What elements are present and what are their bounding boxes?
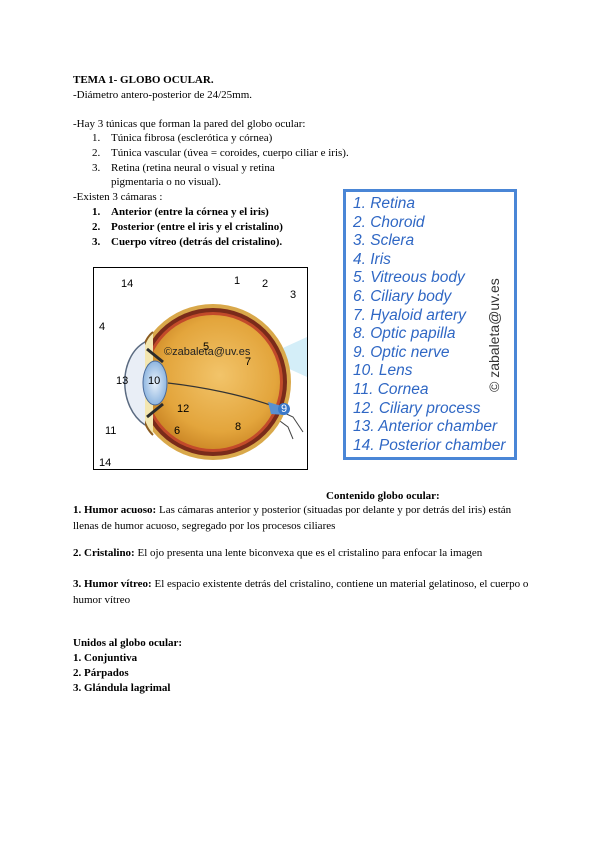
diagram-label: 10 bbox=[148, 375, 161, 387]
list-item: Anterior (entre la córnea y el iris) bbox=[111, 206, 269, 218]
diagram-label: 8 bbox=[235, 421, 242, 433]
content-label: 2. Cristalino: bbox=[73, 547, 135, 559]
list-number: 3. bbox=[92, 162, 101, 174]
legend-item: 4. Iris bbox=[353, 250, 391, 268]
diagram-label: 3 bbox=[290, 289, 297, 301]
legend-item: 8. Optic papilla bbox=[353, 325, 456, 343]
attached-item: 1. Conjuntiva bbox=[73, 652, 138, 664]
list-item: pigmentaria o no visual). bbox=[111, 176, 221, 188]
legend-item: 5. Vitreous body bbox=[353, 269, 465, 287]
list-number: 2. bbox=[92, 147, 101, 159]
tunics-intro: -Hay 3 túnicas que forman la pared del g… bbox=[73, 118, 306, 130]
legend-item: 13. Anterior chamber bbox=[353, 418, 498, 436]
legend-item: 10. Lens bbox=[353, 362, 413, 380]
attached-item: 2. Párpados bbox=[73, 667, 129, 679]
diagram-label: 5 bbox=[203, 341, 210, 353]
cornea-shape bbox=[124, 341, 146, 426]
diagram-label: 9 bbox=[281, 403, 288, 415]
legend-item: 2. Choroid bbox=[353, 213, 425, 231]
diagram-label: 13 bbox=[116, 375, 129, 387]
hyaloid-artery bbox=[167, 382, 277, 408]
diagram-label: 14 bbox=[121, 278, 134, 290]
diagram-label: 14 bbox=[99, 457, 112, 469]
iris-shape bbox=[146, 347, 164, 419]
content-label: 1. Humor acuoso: bbox=[73, 504, 157, 516]
list-item: Cuerpo vítreo (detrás del cristalino). bbox=[111, 236, 283, 248]
content-label: 3. Humor vítreo: bbox=[73, 578, 152, 590]
legend-item: 7. Hyaloid artery bbox=[353, 306, 466, 324]
attached-heading: Unidos al globo ocular: bbox=[73, 637, 183, 649]
legend-item: 1. Retina bbox=[353, 195, 416, 212]
list-number: 1. bbox=[92, 132, 101, 144]
diagram-label: 11 bbox=[105, 425, 117, 437]
list-item: Túnica fibrosa (esclerótica y córnea) bbox=[111, 132, 273, 144]
content-text: Las cámaras anterior y posterior (situad… bbox=[73, 504, 512, 532]
legend-list: 1. Retina 2. Choroid 3. Sclera 4. Iris 5… bbox=[353, 195, 506, 455]
content-item-humor-acuoso: 1. Humor acuoso: Las cámaras anterior y … bbox=[73, 502, 533, 534]
diagram-label: 12 bbox=[177, 403, 190, 415]
diameter-text: -Diámetro antero-posterior de 24/25mm. bbox=[73, 89, 253, 101]
legend-item: 11. Cornea bbox=[353, 380, 429, 398]
legend-item: 3. Sclera bbox=[353, 232, 415, 250]
diagram-label: 4 bbox=[99, 321, 106, 333]
eye-illustration bbox=[93, 267, 308, 470]
diagram-label: 1 bbox=[234, 275, 241, 287]
optic-nerve-head bbox=[278, 403, 290, 415]
list-number: 3. bbox=[92, 236, 101, 248]
diagram-watermark: ©zabaleta@uv.es bbox=[164, 346, 251, 358]
list-number: 1. bbox=[92, 206, 101, 218]
legend-watermark: © zabaleta@uv.es bbox=[486, 278, 502, 392]
eye-diagram: ©zabaleta@uv.es 14 1 2 3 4 5 7 10 13 12 … bbox=[93, 267, 308, 470]
attached-item: 3. Glándula lagrimal bbox=[73, 682, 171, 694]
diagram-label: 7 bbox=[245, 356, 252, 368]
page-title: TEMA 1- GLOBO OCULAR. bbox=[73, 74, 214, 86]
legend-item: 12. Ciliary process bbox=[353, 399, 481, 417]
legend-item: 14. Posterior chamber bbox=[353, 436, 506, 454]
diagram-label: 6 bbox=[174, 425, 181, 437]
content-text: El ojo presenta una lente biconvexa que … bbox=[134, 547, 483, 559]
vitreous-body bbox=[146, 315, 280, 449]
lens-shape bbox=[142, 360, 168, 406]
list-item: Túnica vascular (úvea = coroides, cuerpo… bbox=[111, 147, 349, 159]
content-item-humor-vitreo: 3. Humor vítreo: El espacio existente de… bbox=[73, 576, 533, 608]
content-text: El espacio existente detrás del cristali… bbox=[73, 578, 529, 606]
list-number: 2. bbox=[92, 221, 101, 233]
content-heading: Contenido globo ocular: bbox=[326, 490, 440, 502]
legend-box: 1. Retina 2. Choroid 3. Sclera 4. Iris 5… bbox=[343, 189, 517, 460]
chambers-intro: -Existen 3 cámaras : bbox=[73, 191, 163, 203]
diagram-label: 2 bbox=[262, 278, 269, 290]
list-item: Posterior (entre el iris y el cristalino… bbox=[111, 221, 283, 233]
legend-item: 9. Optic nerve bbox=[353, 343, 450, 361]
list-item: Retina (retina neural o visual y retina bbox=[111, 162, 275, 174]
legend-item: 6. Ciliary body bbox=[353, 287, 452, 305]
content-item-cristalino: 2. Cristalino: El ojo presenta una lente… bbox=[73, 545, 533, 561]
